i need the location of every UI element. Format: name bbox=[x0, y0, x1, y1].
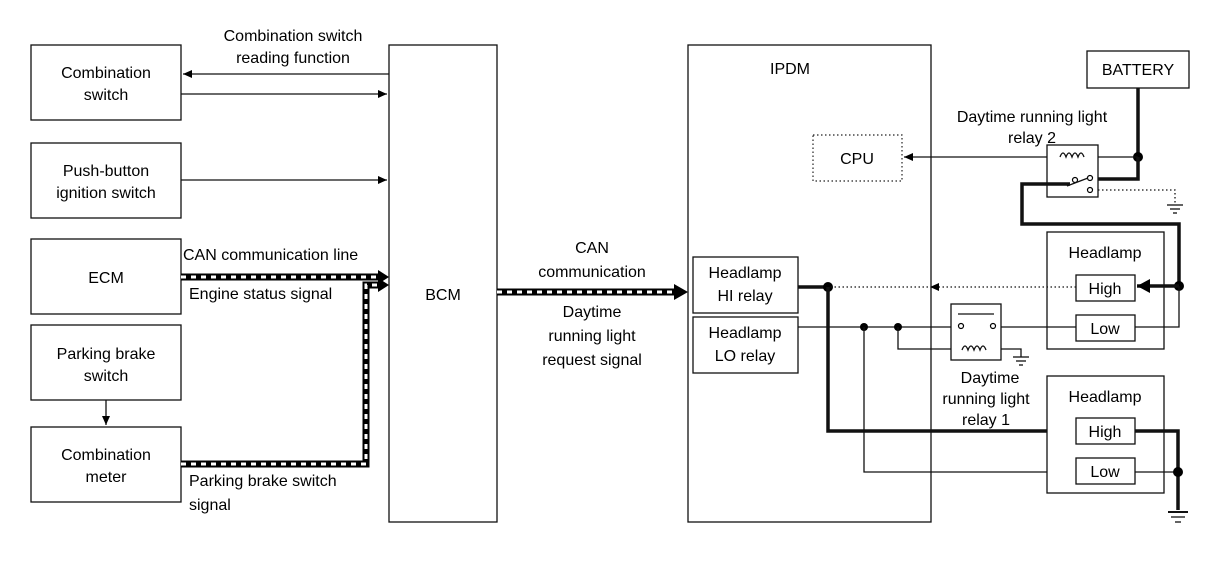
bcm-label: BCM bbox=[425, 287, 461, 304]
bcm-block: BCM bbox=[388, 44, 498, 523]
drl-relay-1 bbox=[950, 303, 1002, 361]
headlamp-left-label: Headlamp bbox=[1069, 389, 1142, 406]
hi-relay-label-1: Headlamp bbox=[709, 265, 782, 282]
parking-brake-signal-label-2: signal bbox=[189, 497, 231, 514]
cpu-label: CPU bbox=[840, 151, 874, 168]
relay-2-ground-icon bbox=[1167, 204, 1183, 214]
drl-request-label-1: Daytime bbox=[563, 304, 622, 321]
can-communication-line-label: CAN communication line bbox=[183, 247, 358, 264]
relay-1-coil bbox=[961, 345, 987, 352]
right-low-return-wire bbox=[1135, 286, 1180, 328]
switch-reading-label-2: reading function bbox=[236, 50, 350, 67]
relay-2-output-wire bbox=[1020, 182, 1181, 286]
headlamp-right-label: Headlamp bbox=[1069, 245, 1142, 262]
meter-can-line bbox=[181, 278, 389, 468]
headlamp-hi-relay-block: Headlamp HI relay bbox=[692, 256, 799, 314]
left-high-ground-wire bbox=[1135, 429, 1180, 510]
ecm-block: ECM bbox=[30, 238, 182, 315]
headlamp-ground-icon bbox=[1168, 511, 1188, 523]
bcm-ipdm-can-line bbox=[497, 284, 688, 300]
parking-brake-label-1: Parking brake bbox=[57, 346, 156, 363]
combination-meter-label-2: meter bbox=[86, 469, 128, 486]
hi-to-left-high-arrow bbox=[826, 287, 1074, 438]
headlamp-left-high-label: High bbox=[1089, 424, 1122, 441]
drl-relay-2 bbox=[1046, 144, 1099, 198]
relay-1-ground-wire bbox=[1001, 348, 1022, 357]
drl-request-label-3: request signal bbox=[542, 352, 642, 369]
push-button-label-2: ignition switch bbox=[56, 185, 156, 202]
lo-to-left-low-wire bbox=[863, 327, 1076, 473]
can-communication-label-2: communication bbox=[538, 264, 646, 281]
headlamp-lo-relay-block: Headlamp LO relay bbox=[692, 316, 799, 374]
ecm-can-line bbox=[181, 270, 389, 284]
cpu-block: CPU bbox=[812, 134, 903, 182]
battery-label: BATTERY bbox=[1102, 62, 1175, 79]
relay-2-contact bbox=[1066, 177, 1089, 187]
drl-relay-1-label-3: relay 1 bbox=[962, 412, 1010, 429]
combination-switch-label-1: Combination bbox=[61, 65, 151, 82]
ecm-label: ECM bbox=[88, 270, 124, 287]
push-button-label-1: Push-button bbox=[63, 163, 149, 180]
lo-relay-label-1: Headlamp bbox=[709, 325, 782, 342]
headlamp-right-high-label: High bbox=[1089, 281, 1122, 298]
relay-2-coil bbox=[1059, 152, 1085, 159]
relay-1-ground-icon bbox=[1013, 356, 1029, 366]
drl-relay-1-label-2: running light bbox=[942, 391, 1030, 408]
combination-switch-label-2: switch bbox=[84, 87, 128, 104]
relay-2-battery-contact-wire bbox=[1098, 157, 1140, 181]
drl-relay-2-label-2: relay 2 bbox=[1008, 130, 1056, 147]
relay-1-coil-feed bbox=[897, 327, 951, 350]
can-communication-label-1: CAN bbox=[575, 240, 609, 257]
parking-brake-switch-block: Parking brake switch bbox=[30, 324, 182, 401]
drl-relay-2-label-1: Daytime running light bbox=[957, 109, 1108, 126]
engine-status-signal-label: Engine status signal bbox=[189, 286, 332, 303]
combination-meter-block: Combination meter bbox=[30, 426, 182, 503]
left-ground-junction bbox=[1173, 467, 1183, 477]
relay-2-ground-wire bbox=[1098, 189, 1176, 205]
parking-brake-signal-label-1: Parking brake switch bbox=[189, 473, 337, 490]
push-button-ignition-switch-block: Push-button ignition switch bbox=[30, 142, 182, 219]
headlamp-right-block: Headlamp High Low bbox=[1046, 231, 1165, 350]
drl-relay-1-label-1: Daytime bbox=[961, 370, 1020, 387]
parking-brake-label-2: switch bbox=[84, 368, 128, 385]
headlamp-left-block: Headlamp High Low bbox=[1046, 375, 1165, 494]
drl-request-label-2: running light bbox=[548, 328, 636, 345]
hi-relay-label-2: HI relay bbox=[717, 288, 772, 305]
battery-block: BATTERY bbox=[1086, 50, 1190, 89]
combination-switch-block: Combination switch bbox=[30, 44, 182, 121]
lo-relay-label-2: LO relay bbox=[715, 348, 775, 365]
switch-reading-label-1: Combination switch bbox=[224, 28, 363, 45]
headlamp-right-low-label: Low bbox=[1090, 321, 1120, 338]
combination-meter-label-1: Combination bbox=[61, 447, 151, 464]
headlamp-left-low-label: Low bbox=[1090, 464, 1120, 481]
ipdm-label: IPDM bbox=[770, 61, 810, 78]
